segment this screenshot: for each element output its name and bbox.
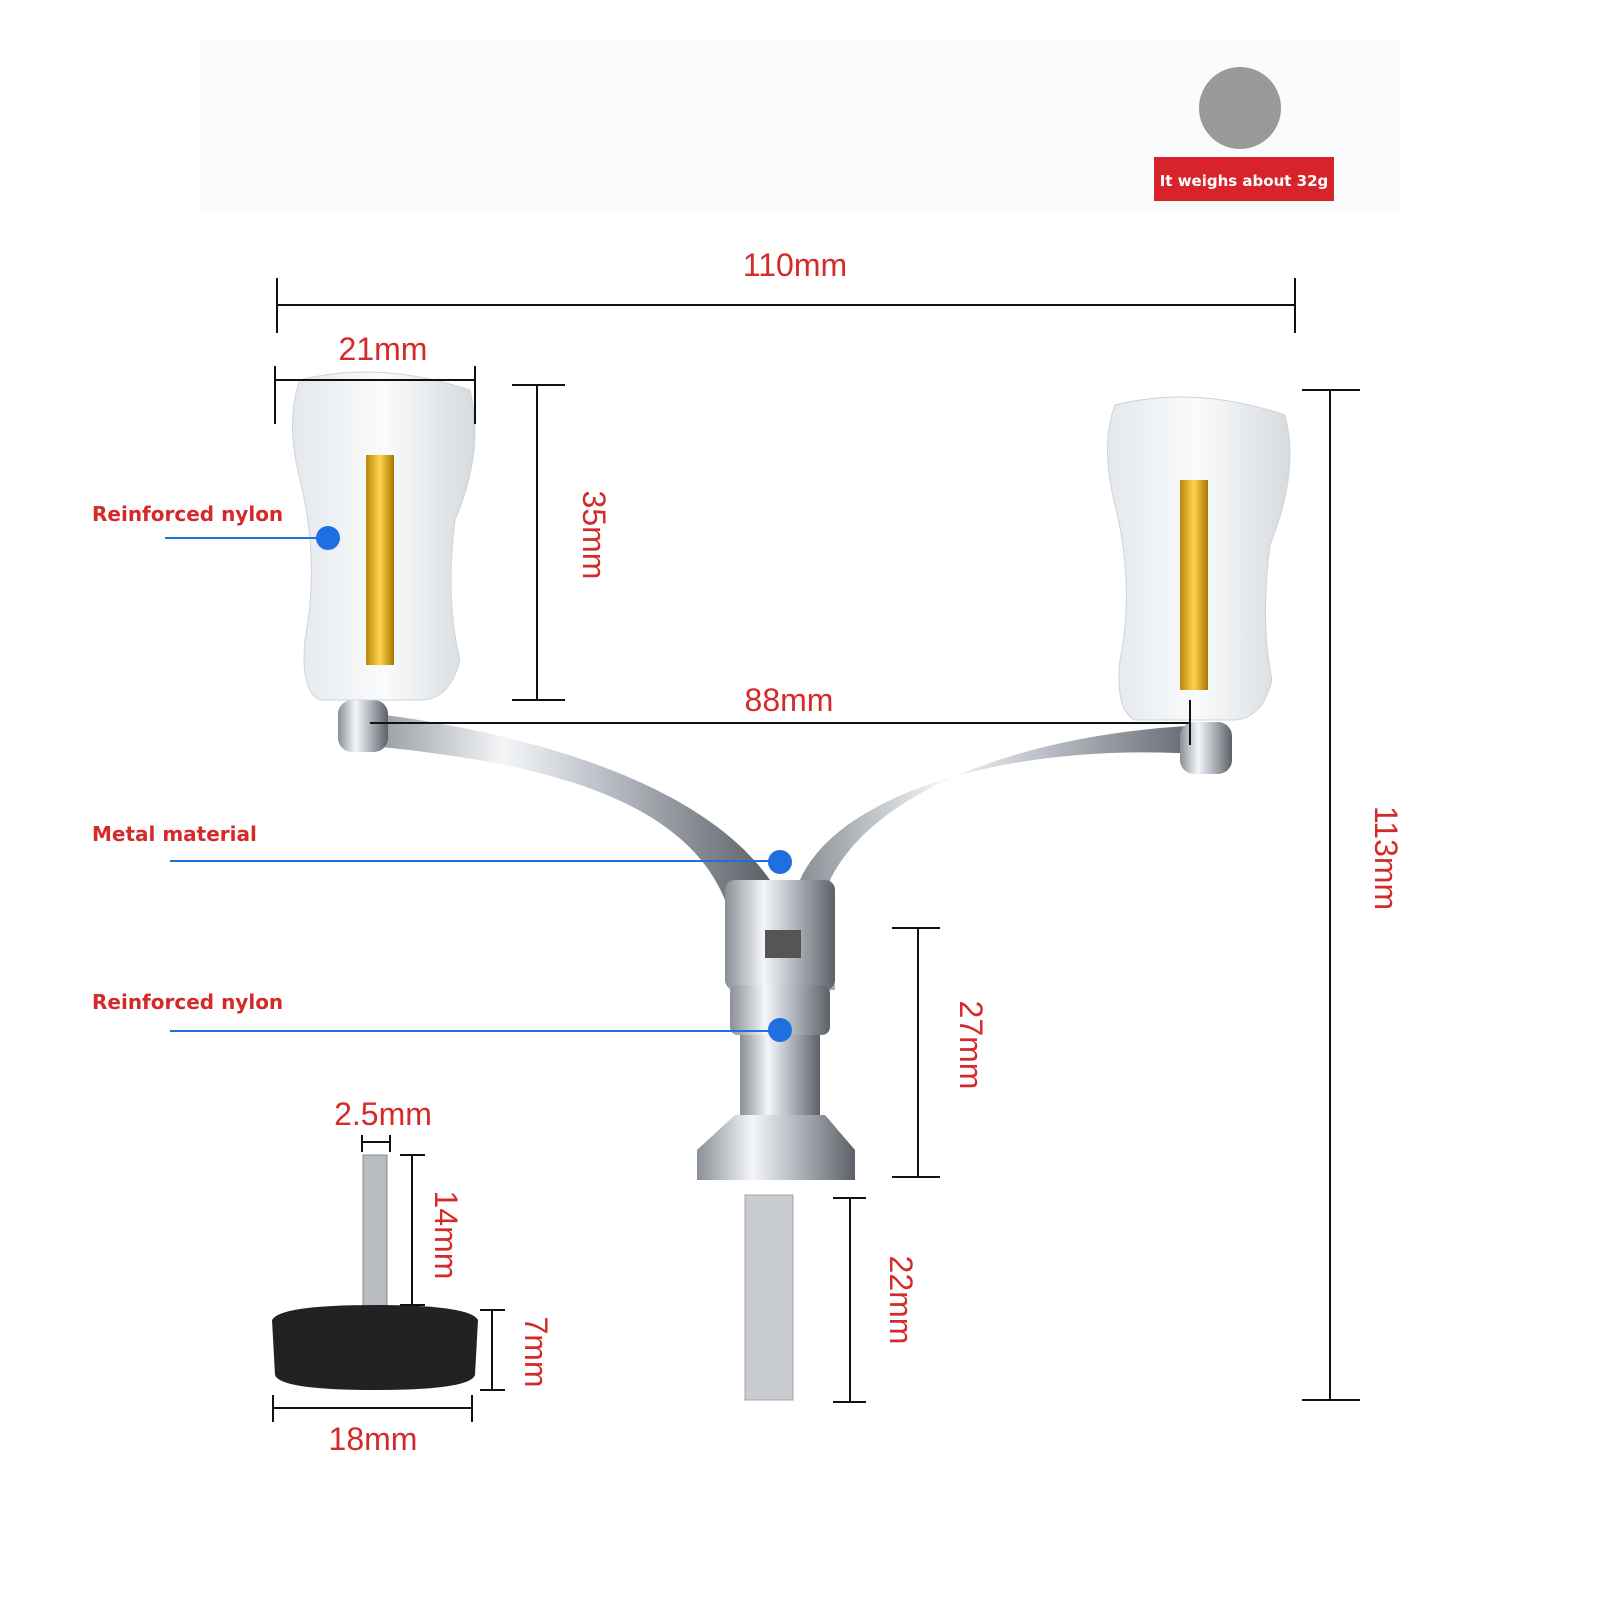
dim-base-height: 27mm (953, 1001, 989, 1090)
callout-dot (768, 850, 792, 874)
callout-label: Metal material (92, 822, 257, 846)
dim-screw-length: 14mm (428, 1191, 464, 1280)
dim-knob-spacing: 88mm (745, 682, 834, 718)
dim-shaft-length: 22mm (883, 1256, 919, 1345)
handle-base (697, 985, 855, 1401)
dim-cap-diameter: 18mm (329, 1421, 418, 1457)
weight-label: It weighs about 32g (1160, 172, 1329, 190)
right-knob (1107, 396, 1291, 721)
callout-label: Reinforced nylon (92, 990, 283, 1014)
dim-total-width: 110mm (743, 247, 847, 283)
callout-knob-material: Reinforced nylon (92, 502, 340, 550)
weight-swatch (1199, 67, 1281, 149)
callout-arm-material: Metal material (92, 822, 792, 874)
dimension-lines (272, 278, 1360, 1422)
dim-knob-height: 35mm (576, 491, 612, 580)
screw-cap (272, 1154, 478, 1390)
callout-label: Reinforced nylon (92, 502, 283, 526)
weight-badge (1154, 157, 1334, 201)
left-knob (292, 371, 476, 701)
dim-screw-diameter: 2.5mm (334, 1096, 432, 1132)
callout-dot (316, 526, 340, 550)
dim-knob-width: 21mm (339, 331, 428, 367)
dim-total-height: 113mm (1368, 806, 1404, 910)
handle-arm (338, 700, 1232, 990)
callout-dot (768, 1018, 792, 1042)
callout-base-material: Reinforced nylon (92, 990, 792, 1042)
dim-cap-height: 7mm (518, 1316, 554, 1387)
